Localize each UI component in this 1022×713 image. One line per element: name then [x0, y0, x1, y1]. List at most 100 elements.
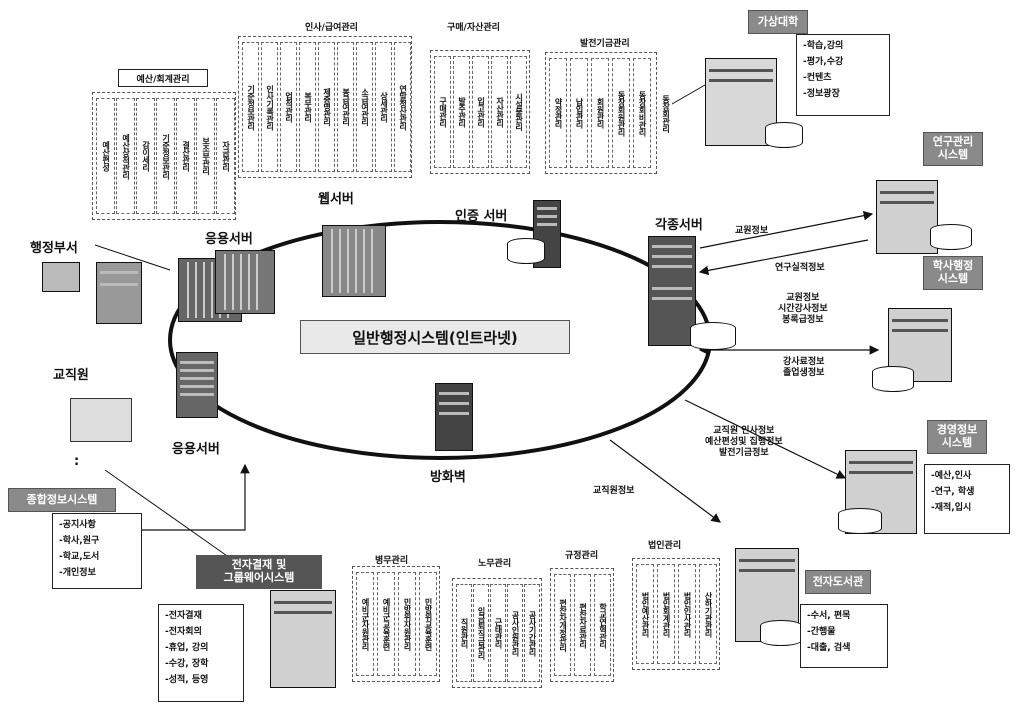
flow-staff-info-label: 교직원정보 — [593, 483, 634, 496]
labor-item: 근태관리 — [490, 584, 506, 682]
virtual-univ-db — [765, 122, 803, 148]
rules-item: 학교연혁관리 — [594, 574, 611, 676]
virtual-univ-list: -학습,강의 -평가,수강 -컨텐츠 -정보광장 — [796, 34, 890, 116]
dot-label: : — [74, 454, 79, 469]
virtual-univ-item: -학습,강의 — [803, 38, 883, 54]
mgmt-info-item: -예산,인사 — [931, 468, 1003, 484]
mgmt-info-title: 경영정보 시스템 — [927, 420, 987, 454]
library-item: -간행물 — [807, 624, 881, 640]
labor-item: 임금퇴직금관리 — [473, 584, 489, 682]
hr-item: 제증명관리 — [318, 42, 335, 172]
hr-title: 인사/급여관리 — [305, 20, 358, 33]
misc-servers-label: 각종서버 — [655, 214, 703, 233]
budget-item: 예산상적관리 — [116, 98, 135, 214]
library-title: 전자도서관 — [805, 570, 871, 594]
flow-academic-in-label: 교원정보 시간강사정보 봉록급정보 — [778, 293, 828, 326]
groupware-item: -휴업, 강의 — [165, 640, 237, 656]
firewall-label: 방화벽 — [430, 466, 466, 485]
hr-item: 기준정보관리 — [242, 42, 259, 172]
military-item: 예비군교육훈련 — [377, 572, 395, 676]
labor-item: 공사인원관리 — [507, 584, 523, 682]
academic-title: 학사행정 시스템 — [923, 256, 983, 290]
labor-title: 노무관리 — [478, 556, 511, 569]
purchase-item: 입고관리 — [472, 56, 489, 168]
mgmt-info-list: -예산,인사 -연구, 학생 -재적,입시 — [924, 464, 1010, 534]
auth-server-db — [507, 238, 545, 264]
budget-item: 감이세리 — [136, 98, 155, 214]
purchase-title: 구매/자산관리 — [447, 20, 500, 33]
hr-item: 소급여관리 — [356, 42, 373, 172]
library-item: -대출, 검색 — [807, 640, 881, 656]
virtual-univ-title: 가상대학 — [748, 10, 808, 34]
purchase-item: 발주관리 — [453, 56, 470, 168]
corp-item: 산하기관관리 — [699, 564, 717, 664]
hr-item: 복무관리 — [299, 42, 316, 172]
groupware-list: -전자결재 -전자회의 -휴업, 강의 -수강, 장학 -성적, 등영 — [158, 604, 244, 702]
firewall-tower — [435, 383, 473, 451]
misc-server-db — [690, 322, 736, 350]
portal-item: -개인정보 — [59, 565, 135, 581]
virtual-univ-item: -컨텐츠 — [803, 70, 883, 86]
flow-mgmt-label: 교직원 인사정보 예산편성및 집행정보 발전기금정보 — [705, 426, 783, 459]
library-item: -수서, 편목 — [807, 608, 881, 624]
web-server-label: 웹서버 — [318, 188, 354, 207]
corp-item: 법인인사관리 — [678, 564, 696, 664]
library-list: -수서, 편목 -간행물 -대출, 검색 — [800, 604, 888, 668]
research-title: 연구관리 시스템 — [923, 132, 983, 166]
fund-item: 납입관리 — [570, 58, 588, 168]
virtual-univ-item: -평가,수강 — [803, 54, 883, 70]
hr-item: 봉급여관리 — [337, 42, 354, 172]
budget-title: 예산/회계관리 — [118, 69, 208, 87]
labor-item: 공사기간관리 — [524, 584, 540, 682]
web-server-rack — [322, 225, 386, 297]
hr-item: 인사기록관리 — [261, 42, 278, 172]
budget-item: 예산편성 — [96, 98, 115, 214]
auth-server-label: 인증 서버 — [455, 205, 507, 224]
fund-item: 동창회비관리 — [633, 58, 651, 168]
mgmt-info-db — [838, 508, 882, 534]
misc-server-tower — [648, 236, 696, 346]
staff-figure — [70, 398, 132, 442]
fund-item: 회원관리 — [591, 58, 609, 168]
research-server — [876, 180, 938, 254]
admin-workstation — [96, 262, 142, 324]
fund-item: 약정관리 — [549, 58, 567, 168]
military-item: 민방위교육훈련 — [419, 572, 437, 676]
arrow-library — [610, 440, 720, 522]
corp-title: 법인관리 — [648, 538, 681, 551]
budget-item: 보조부관리 — [196, 98, 215, 214]
labor-item: 직원관리 — [456, 584, 472, 682]
research-db — [930, 224, 972, 250]
groupware-title: 전자결재 및 그룹웨어시스템 — [196, 555, 322, 589]
purchase-item: 구매관리 — [434, 56, 451, 168]
hr-item: 연말정산관리 — [394, 42, 411, 172]
corp-item: 법인예산관리 — [636, 564, 654, 664]
hr-item: 상세관리 — [375, 42, 392, 172]
rules-item: 편찬자료관리 — [574, 574, 591, 676]
mgmt-info-item: -재적,입시 — [931, 500, 1003, 516]
portal-item: -학교,도서 — [59, 549, 135, 565]
admin-dept-label: 행정부서 — [30, 237, 78, 256]
academic-db — [872, 366, 914, 392]
corp-item: 법인회계관리 — [657, 564, 675, 664]
groupware-server — [270, 590, 336, 688]
admin-monitor — [42, 262, 80, 292]
portal-item: -공지사항 — [59, 517, 135, 533]
mgmt-info-item: -연구, 학생 — [931, 484, 1003, 500]
flow-faculty-label: 교원정보 — [735, 223, 768, 236]
fund-title: 발전기금관리 — [580, 36, 630, 49]
military-item: 민방위자원관리 — [398, 572, 416, 676]
budget-item: 기준정보관리 — [156, 98, 175, 214]
groupware-item: -전자결재 — [165, 608, 237, 624]
app-server-rack-top-2 — [215, 250, 275, 314]
military-title: 병무관리 — [375, 553, 408, 566]
virtual-univ-item: -정보광장 — [803, 86, 883, 102]
flow-academic-out-label: 강사료정보 졸업생정보 — [783, 357, 824, 379]
budget-item: 결산관리 — [176, 98, 195, 214]
fund-item: 동창회원관리 — [612, 58, 630, 168]
app-server-bottom — [176, 352, 218, 418]
app-server-bottom-label: 응용서버 — [172, 438, 220, 457]
groupware-item: -성적, 등영 — [165, 672, 237, 688]
fund-extra-item: 동창회관리 — [659, 74, 672, 154]
library-db — [760, 620, 802, 646]
